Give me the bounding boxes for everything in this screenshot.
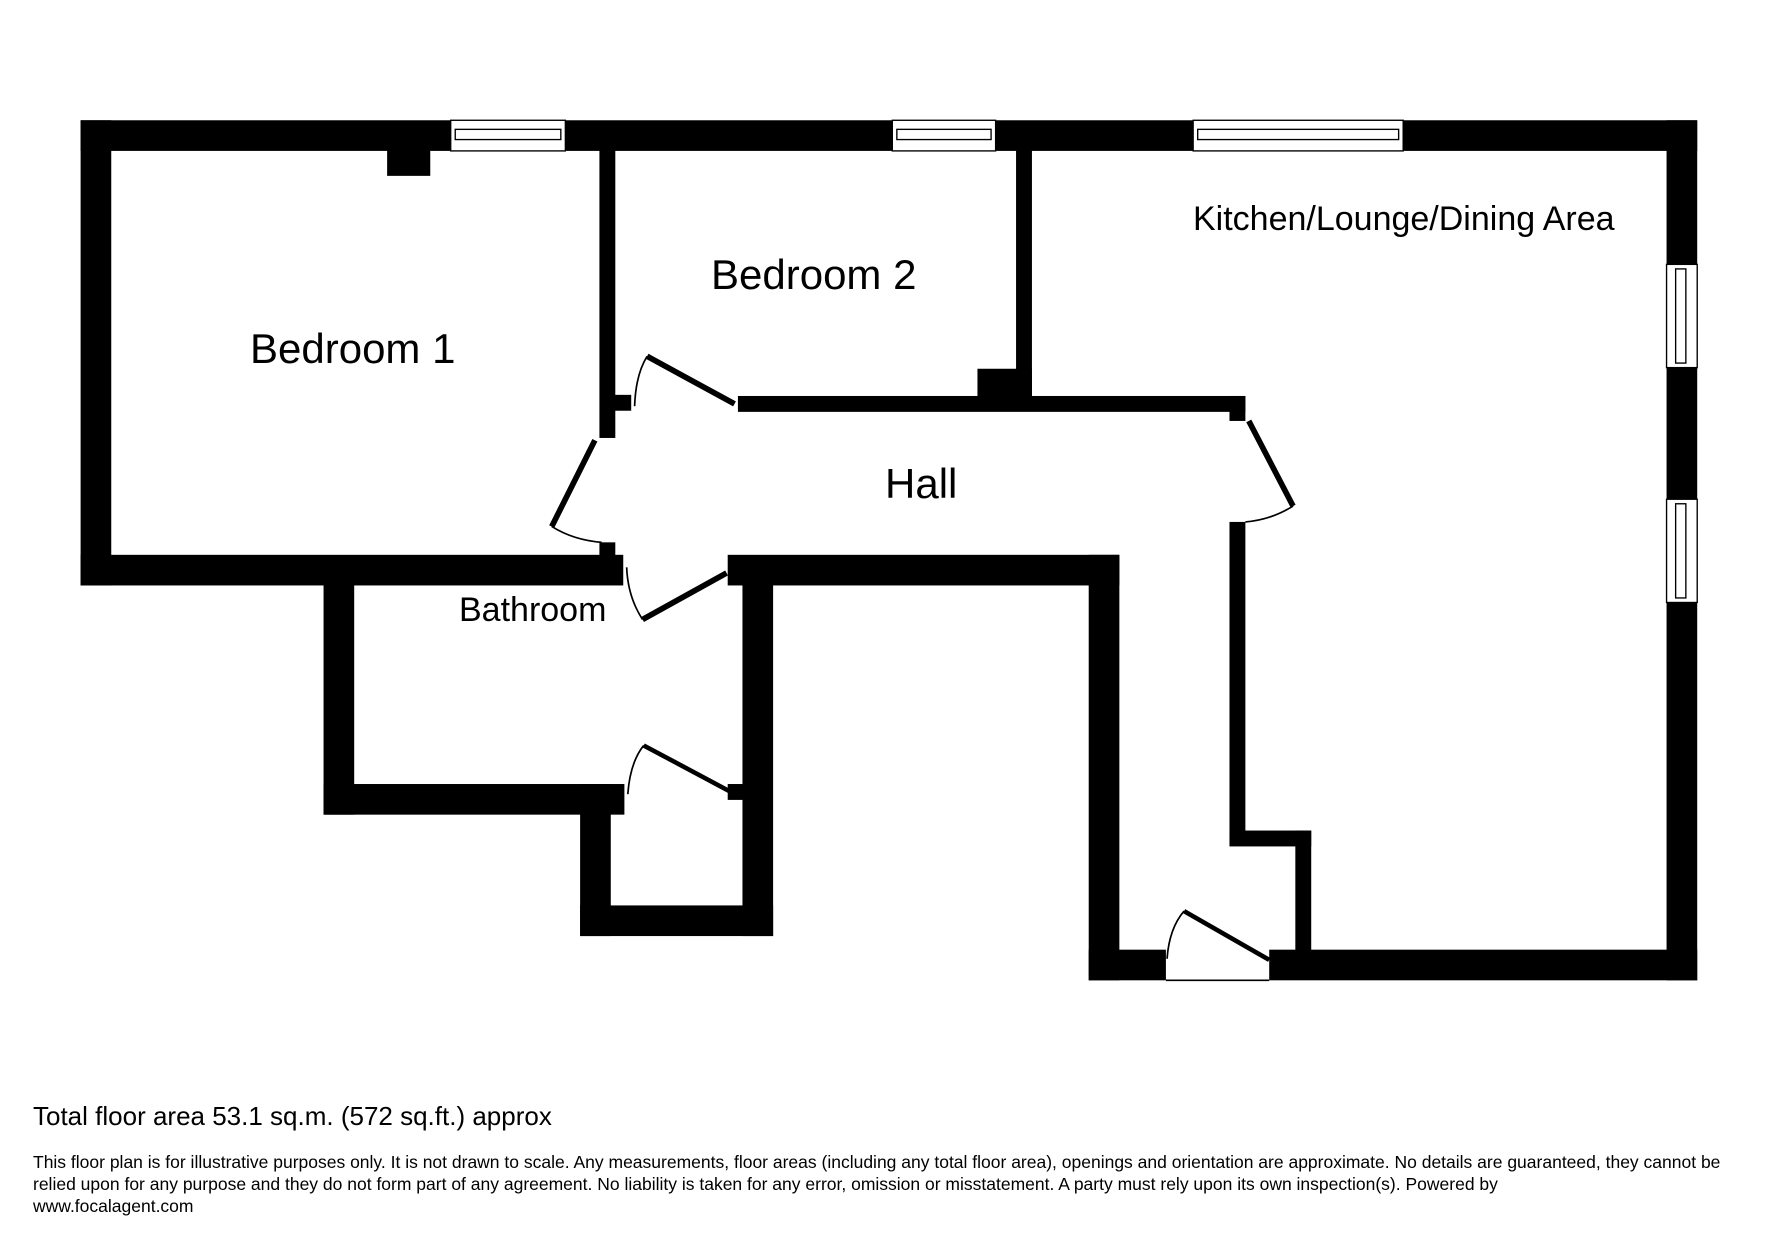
disclaimer-text: This floor plan is for illustrative purp… [33,1152,1721,1194]
total-floor-area: Total floor area 53.1 sq.m. (572 sq.ft.)… [33,1101,552,1131]
room-label-kitchen: Kitchen/Lounge/Dining Area [1193,200,1615,238]
windows [450,119,1698,604]
disclaimer: This floor plan is for illustrative purp… [33,1151,1753,1217]
room-label-bedroom2: Bedroom 2 [711,251,917,298]
walls [80,120,1698,981]
room-label-bathroom: Bathroom [459,591,607,629]
room-label-bedroom1: Bedroom 1 [250,325,456,372]
room-label-hall: Hall [885,460,958,507]
website-link: www.focalagent.com [33,1196,194,1216]
doors [549,353,1296,982]
